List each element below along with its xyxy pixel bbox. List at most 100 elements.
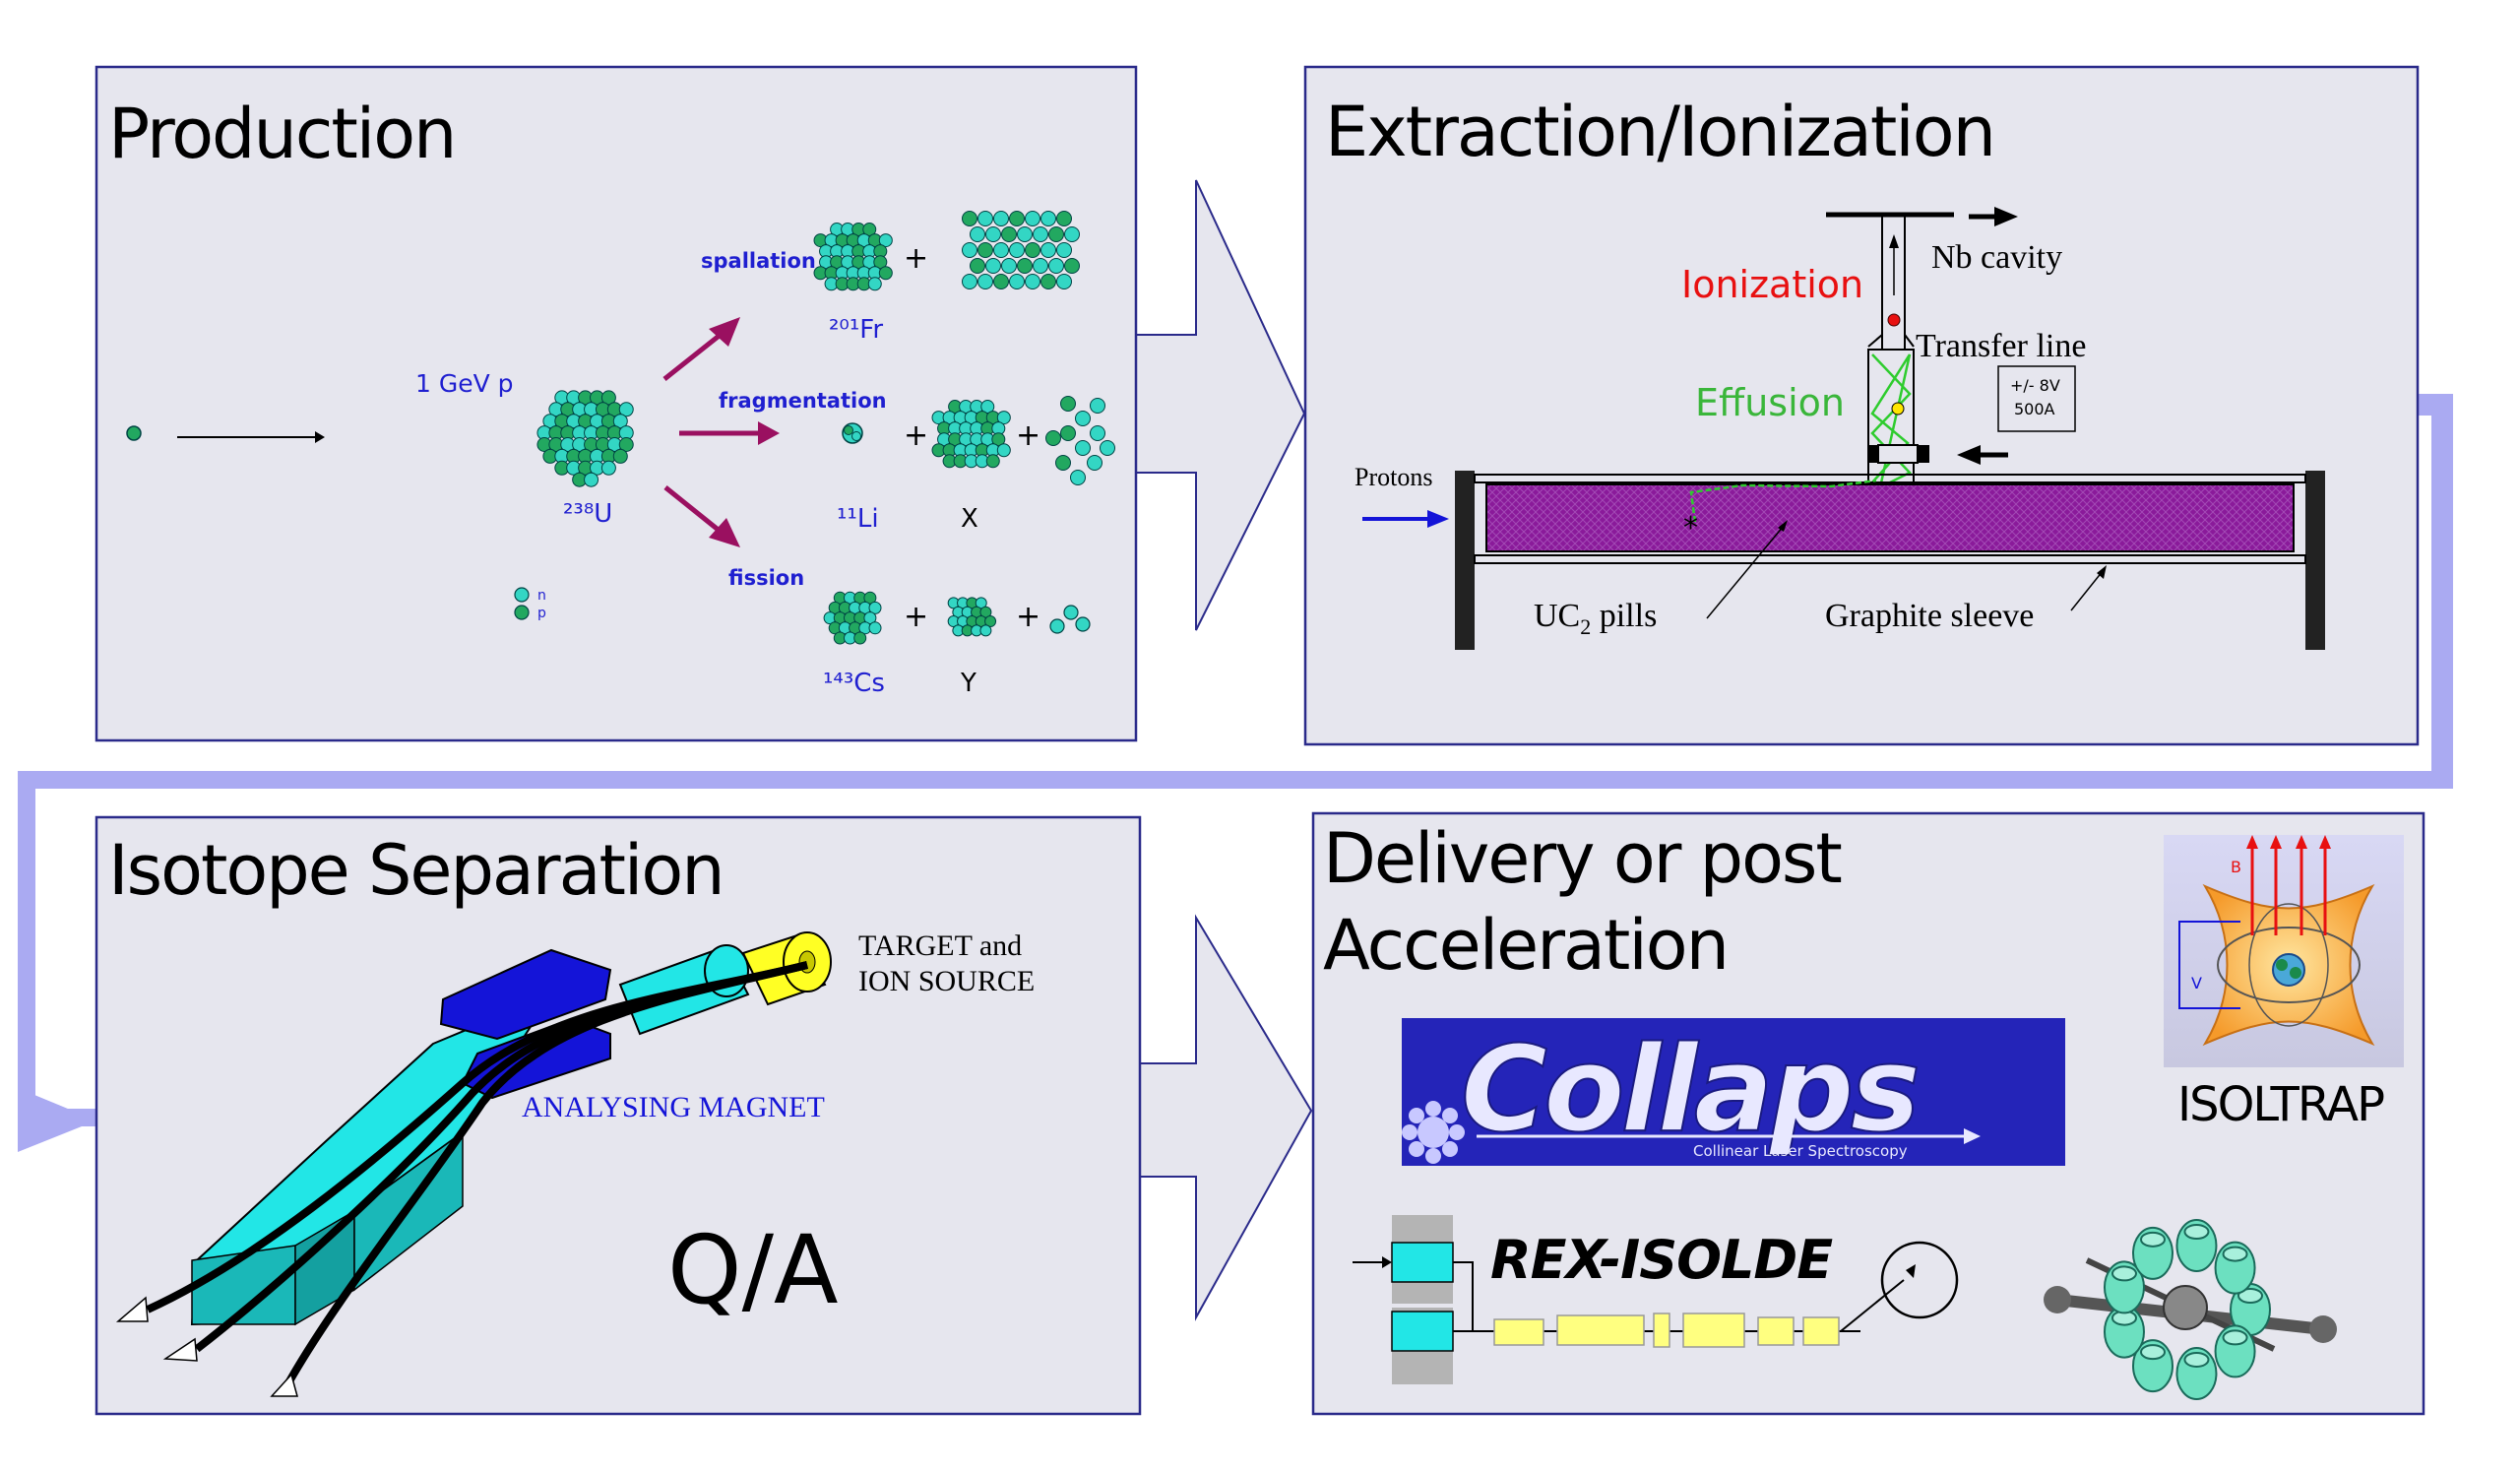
uc2-pointer [1706, 525, 1785, 619]
effusion-path [1689, 479, 1877, 523]
collaps-logo: Collaps Collinear Laser Spectroscopy [1402, 1018, 2065, 1166]
nucleon [962, 211, 977, 226]
nucleon [1075, 411, 1091, 426]
nucleon [985, 258, 1001, 274]
nucleon [985, 454, 1000, 469]
nucleon [600, 460, 616, 476]
delivery-title-line1: Delivery or post [1323, 818, 1841, 899]
detector-cap [2237, 1288, 2263, 1304]
detector-cones [115, 1296, 298, 1397]
spallation-plus: + [904, 241, 928, 276]
proton-particle [126, 425, 142, 441]
detector-cap [2183, 1351, 2210, 1368]
separation-title: Isotope Separation [108, 830, 724, 911]
beam-arrow [177, 431, 325, 443]
nucleon [1056, 274, 1072, 289]
nucleon [970, 258, 985, 274]
fragmentation-plus-2: + [1016, 418, 1040, 453]
nucleon [878, 233, 893, 248]
neutron-label: n [537, 588, 546, 604]
nucleon [1045, 430, 1061, 446]
nucleon [863, 591, 877, 605]
nucleon [1090, 398, 1105, 414]
protons-arrow [1362, 510, 1449, 528]
nucleon [1064, 258, 1080, 274]
nucleon [977, 242, 993, 258]
proton-label: p [537, 606, 546, 621]
production-panel: Production 1 GeV p ²³⁸U n p spallati [94, 65, 1138, 742]
nucleon [985, 226, 1001, 242]
nb-cavity-label: Nb cavity [1931, 239, 2062, 276]
nucleon [1033, 258, 1048, 274]
current-connector [1868, 444, 2008, 465]
nucleon [1040, 211, 1056, 226]
ionization-label: Ionization [1681, 263, 1863, 306]
reaction-arrows [662, 317, 780, 547]
spallation-fragments [962, 211, 1080, 289]
nucleon [993, 211, 1009, 226]
nucleon [991, 432, 1006, 447]
lithium-label: ¹¹Li [837, 504, 879, 534]
fragmentation-nucleons [1045, 396, 1115, 485]
detector-cap [2110, 1265, 2137, 1282]
francium-nucleus [813, 223, 893, 291]
nucleon [867, 277, 882, 291]
cesium-label: ¹⁴³Cs [823, 669, 885, 698]
nucleon [873, 255, 888, 270]
extraction-title: Extraction/Ionization [1325, 92, 1994, 172]
fission-plus-2: + [1016, 600, 1040, 634]
nucleon [868, 601, 882, 614]
target-ion-source-label-2: ION SOURCE [858, 965, 1035, 997]
cesium-nucleus [823, 591, 882, 645]
rex-isolde-schematic [1353, 1215, 1959, 1384]
nucleon [868, 621, 882, 635]
isoltrap-b-label: B [2231, 858, 2241, 876]
nucleon [1009, 242, 1025, 258]
nucleon [979, 606, 992, 618]
fission-plus: + [904, 600, 928, 634]
effusion-label: Effusion [1695, 381, 1845, 424]
nucleon [975, 597, 987, 609]
uranium-label: ²³⁸U [563, 499, 612, 529]
nucleon [980, 400, 995, 415]
nucleon [1009, 274, 1025, 289]
fission-label: fission [728, 566, 804, 590]
nucleon [1025, 211, 1040, 226]
delivery-panel: Delivery or post Acceleration Collaps Co… [1311, 811, 2426, 1416]
neutron-proton-legend: n p [514, 587, 546, 621]
nucleon [977, 274, 993, 289]
nucleon [1100, 440, 1115, 456]
detector-array-image [2044, 1219, 2337, 1400]
delivery-title-line2: Acceleration [1323, 905, 1728, 986]
nucleon [970, 226, 985, 242]
uc2-target [1485, 483, 2295, 552]
nucleon [863, 611, 877, 625]
protons-label: Protons [1354, 463, 1432, 491]
transfer-line [1867, 334, 1915, 490]
nb-cavity [1826, 212, 1954, 354]
francium-label: ²⁰¹Fr [829, 315, 883, 345]
graphite-pointer [2070, 570, 2104, 611]
collaps-logo-text: Collaps [1461, 1022, 1918, 1159]
transfer-line-label: Transfer line [1916, 328, 2086, 364]
nucleon [853, 631, 867, 645]
mass-ratio-label: Q/A [667, 1215, 839, 1325]
nucleon [1040, 274, 1056, 289]
nucleon [618, 437, 634, 452]
voltage-value: +/- 8V [2010, 376, 2060, 395]
nucleon [1055, 455, 1071, 471]
extraction-panel: Extraction/Ionization Nb cavity Ionizati… [1303, 65, 2420, 746]
nucleon [1017, 226, 1033, 242]
collaps-flower-icon [1402, 1101, 1465, 1164]
process-arrow-bottom [1133, 914, 1313, 1321]
nucleon [862, 223, 877, 237]
fragmentation-label: fragmentation [719, 389, 887, 413]
nucleon [1025, 242, 1040, 258]
nucleon [1017, 258, 1033, 274]
nucleon [1040, 242, 1056, 258]
nucleon [1075, 440, 1091, 456]
process-arrow-top [1133, 179, 1306, 631]
nucleon [1087, 455, 1102, 471]
nucleon [996, 443, 1011, 458]
